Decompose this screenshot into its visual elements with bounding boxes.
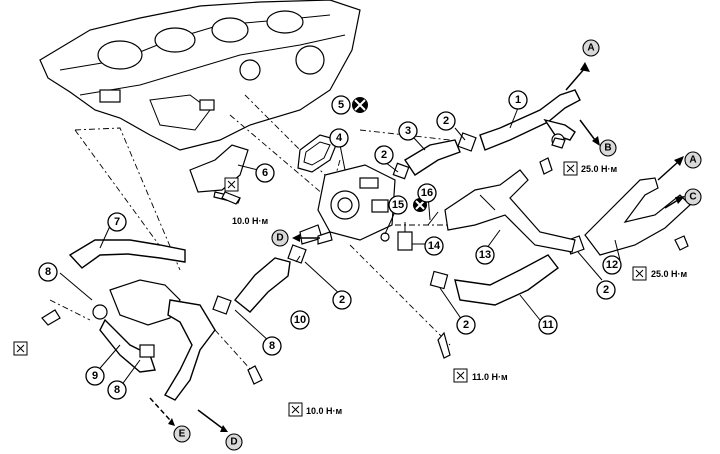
svg-text:8: 8 xyxy=(269,340,275,352)
svg-text:11: 11 xyxy=(542,319,554,331)
flow-label-a: A xyxy=(582,39,600,57)
callout-11: 11 xyxy=(538,315,558,335)
torque-wrench-icon xyxy=(288,402,303,417)
clamp-8 xyxy=(92,304,108,320)
svg-text:4: 4 xyxy=(336,132,343,144)
svg-text:15: 15 xyxy=(392,199,404,211)
svg-text:2: 2 xyxy=(603,284,609,296)
callout-2: 2 xyxy=(374,145,394,165)
svg-text:5: 5 xyxy=(338,99,344,111)
water-pipe-center xyxy=(164,299,216,401)
callout-14: 14 xyxy=(424,236,444,256)
water-pipe-lower xyxy=(99,318,156,373)
callout-12: 12 xyxy=(602,255,622,275)
torque-value: 10.0 Н·м xyxy=(306,406,343,416)
flow-label-e: E xyxy=(173,425,191,443)
clip-16 xyxy=(427,211,439,226)
callout-10: 10 xyxy=(290,310,310,330)
hose-11 xyxy=(454,254,559,306)
callout-1: 1 xyxy=(508,90,528,110)
svg-text:A: A xyxy=(689,155,696,166)
callout-13: 13 xyxy=(475,245,495,265)
svg-text:12: 12 xyxy=(606,259,618,271)
flow-label-c: C xyxy=(684,188,702,206)
torque-wrench-icon xyxy=(13,341,28,356)
water-inlet-housing-4 xyxy=(299,164,396,245)
svg-text:9: 9 xyxy=(92,370,98,382)
callout-4: 4 xyxy=(329,128,349,148)
flow-label-b: B xyxy=(599,139,617,157)
bolts xyxy=(41,137,689,385)
callout-2: 2 xyxy=(456,315,476,335)
callout-8: 8 xyxy=(107,380,127,400)
callout-2: 2 xyxy=(332,290,352,310)
water-pipe-13 xyxy=(444,169,576,253)
svg-text:2: 2 xyxy=(381,149,387,161)
callout-8: 8 xyxy=(262,336,282,356)
svg-text:2: 2 xyxy=(443,115,449,127)
callout-7: 7 xyxy=(107,212,127,232)
flow-label-a: A xyxy=(684,151,702,169)
bracket-6 xyxy=(189,144,249,193)
svg-text:7: 7 xyxy=(114,216,120,228)
svg-text:C: C xyxy=(689,192,696,203)
svg-text:3: 3 xyxy=(405,125,411,137)
svg-text:D: D xyxy=(276,233,283,244)
torque-values: 25.0 Н·м 10.0 Н·м 25.0 Н·м 11.0 Н·м 10.0… xyxy=(232,164,688,416)
torque-wrench-icon xyxy=(563,161,578,176)
clamp xyxy=(287,244,307,264)
callout-8: 8 xyxy=(38,262,58,282)
hose-7 xyxy=(68,239,186,269)
torque-wrench-icon xyxy=(453,368,468,383)
callout-15: 15 xyxy=(388,195,408,215)
callout-5: 5 xyxy=(331,95,351,115)
hose-3 xyxy=(404,139,461,176)
torque-value: 25.0 Н·м xyxy=(581,164,618,174)
svg-text:16: 16 xyxy=(421,187,433,199)
flow-arrows xyxy=(149,62,685,432)
flow-label-d: D xyxy=(225,433,243,451)
callout-3: 3 xyxy=(398,121,418,141)
callout-2: 2 xyxy=(436,111,456,131)
svg-text:8: 8 xyxy=(45,266,51,278)
clamp xyxy=(392,162,410,180)
svg-text:14: 14 xyxy=(428,240,441,252)
clamp xyxy=(212,295,232,315)
svg-text:D: D xyxy=(230,437,237,448)
flow-label-d: D xyxy=(271,229,289,247)
callout-6: 6 xyxy=(255,163,275,183)
torque-value: 10.0 Н·м xyxy=(232,216,269,226)
callout-9: 9 xyxy=(85,366,105,386)
torque-wrench-icon xyxy=(224,177,239,192)
do-not-reuse-icon xyxy=(352,97,368,113)
svg-text:2: 2 xyxy=(339,294,345,306)
engine-block xyxy=(39,0,361,151)
clamp xyxy=(429,270,449,290)
clamp xyxy=(457,132,477,152)
svg-text:2: 2 xyxy=(463,319,469,331)
torque-value: 25.0 Н·м xyxy=(651,269,688,279)
o-ring-15 xyxy=(380,232,390,242)
svg-text:13: 13 xyxy=(479,249,491,261)
callout-16: 16 xyxy=(417,183,437,203)
svg-text:B: B xyxy=(604,143,611,154)
torque-value: 11.0 Н·м xyxy=(472,372,508,382)
svg-text:8: 8 xyxy=(114,384,120,396)
water-pipe-12 xyxy=(584,177,691,256)
svg-text:1: 1 xyxy=(515,94,521,106)
svg-text:E: E xyxy=(179,429,186,440)
torque-wrench-icon xyxy=(632,266,647,281)
svg-text:6: 6 xyxy=(262,167,268,179)
clamp-8b xyxy=(139,344,155,358)
svg-text:10: 10 xyxy=(294,314,306,326)
hose-10 xyxy=(234,257,291,313)
callout-2: 2 xyxy=(596,280,616,300)
svg-text:A: A xyxy=(587,43,594,54)
sensor-14 xyxy=(397,222,413,251)
